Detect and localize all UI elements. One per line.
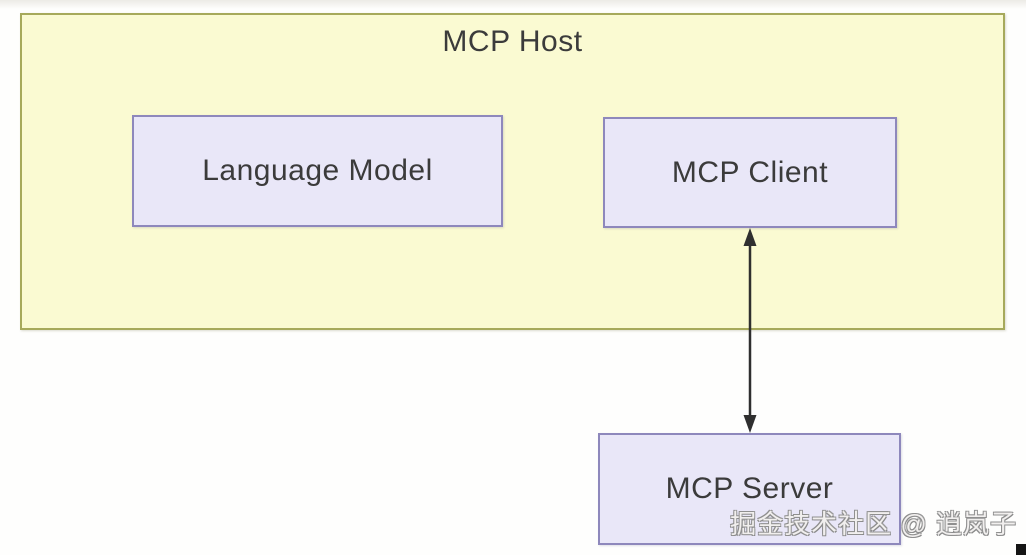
mcp-client-label: MCP Client (671, 155, 829, 189)
mcp-server-node: MCP Server (598, 433, 901, 545)
corner-mark (1016, 544, 1026, 555)
mcp-server-label: MCP Server (665, 472, 834, 505)
language-model-label: Language Model (202, 154, 433, 187)
language-model-node: Language Model (132, 115, 503, 227)
watermark-text: 掘金技术社区 @ 逍岚子 (730, 509, 1017, 539)
frame-edge (0, 0, 1026, 9)
mcp-client-node: MCP Client (603, 117, 897, 228)
arrowhead-down-icon (743, 415, 757, 433)
mcp-host-label: MCP Host (442, 25, 583, 58)
